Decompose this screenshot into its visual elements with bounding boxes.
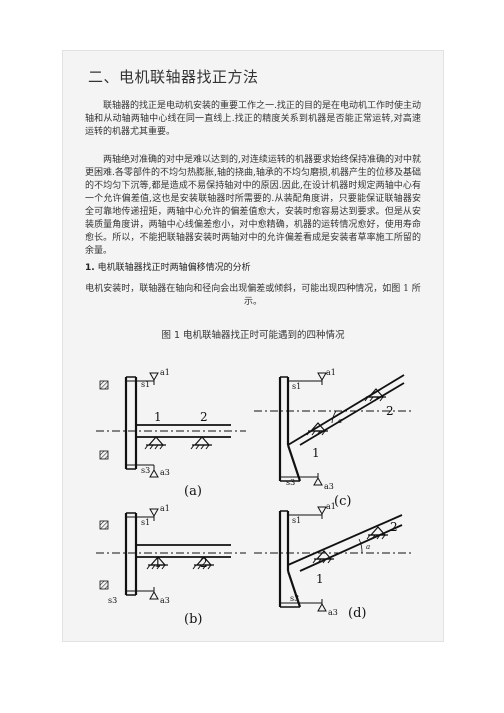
- label-s3: s3: [286, 478, 295, 487]
- paragraph-1: 联轴器的找正是电动机安装的重要工作之一.找正的目的是在电动机工作时使主动轴和从动…: [85, 101, 421, 137]
- page-title: 二、电机联轴器找正方法: [88, 68, 259, 86]
- label-angle: a: [366, 543, 370, 551]
- label-a1: a1: [160, 504, 170, 513]
- label-s1: s1: [141, 518, 150, 527]
- indicator-arrow-icon: [317, 598, 327, 612]
- bearing-support-icon: [190, 436, 213, 450]
- figure-1: s1 a1 s3 a3 1 2 (a) a s1 a1 s3 a3 1 2 (c…: [86, 345, 422, 627]
- panel-d: a s1 a1 s3 a3 1 2 (d): [254, 502, 412, 621]
- label-a3: a3: [324, 482, 334, 491]
- panel-label-c: (c): [334, 494, 351, 509]
- panel-label-d: (d): [348, 606, 366, 621]
- label-a3: a3: [160, 596, 170, 605]
- label-a3: a3: [160, 468, 170, 477]
- label-s3: s3: [141, 466, 150, 475]
- indicator-arrow-icon: [149, 586, 159, 600]
- dial-gauge-icon: [99, 520, 109, 530]
- label-shaft-1: 1: [316, 572, 324, 586]
- figure-1-drawing: s1 a1 s3 a3 1 2 (a) a s1 a1 s3 a3 1 2 (c…: [96, 368, 412, 627]
- label-s1: s1: [292, 516, 301, 525]
- label-a1: a1: [326, 368, 336, 377]
- indicator-arrow-icon: [313, 472, 323, 486]
- label-shaft-2: 2: [390, 520, 398, 534]
- panel-label-b: (b): [184, 612, 202, 627]
- section-paragraph: 电机安装时，联轴器在轴向和径向会出现偏差或倾斜，可能出现四种情况，如图 1 所示…: [85, 284, 421, 307]
- panel-a: s1 a1 s3 a3 1 2 (a): [96, 368, 246, 499]
- label-angle: a: [338, 417, 342, 425]
- label-s3: s3: [290, 594, 299, 603]
- label-shaft-1: 1: [154, 410, 162, 424]
- bearing-support-icon: [306, 422, 329, 436]
- label-s3: s3: [108, 596, 117, 605]
- panel-label-a: (a): [184, 484, 202, 499]
- indicator-arrow-icon: [149, 464, 159, 478]
- section-heading: 1. 电机联轴器找正时两轴偏移情况的分析: [85, 260, 251, 273]
- indicator-arrow-icon: [149, 372, 159, 386]
- section-number: 1.: [85, 263, 95, 273]
- label-shaft-2: 2: [386, 404, 394, 418]
- panel-c: a s1 a1 s3 a3 1 2 (c): [254, 368, 412, 509]
- label-shaft-2: 2: [200, 410, 208, 424]
- label-a1: a1: [160, 368, 170, 377]
- label-shaft-1: 1: [312, 446, 320, 460]
- indicator-arrow-icon: [317, 372, 327, 386]
- indicator-arrow-icon: [317, 506, 327, 520]
- label-a3: a3: [328, 608, 338, 617]
- dial-gauge-icon: [99, 580, 109, 590]
- label-s1: s1: [292, 382, 301, 391]
- bearing-support-icon: [144, 436, 167, 450]
- panel-b: s1 a1 s3 a3 1 2 (b): [96, 504, 246, 627]
- label-s1: s1: [141, 380, 150, 389]
- dial-gauge-icon: [99, 380, 109, 390]
- dial-gauge-icon: [99, 450, 109, 460]
- label-shaft-2: 2: [200, 556, 208, 570]
- paragraph-2: 两轴绝对准确的对中是难以达到的,对连续运转的机器要求始终保持准确的对中就更困难.…: [85, 155, 421, 256]
- section-title: 电机联轴器找正时两轴偏移情况的分析: [97, 263, 251, 273]
- indicator-arrow-icon: [149, 508, 159, 522]
- figure-caption: 图 1 电机联轴器找正时可能遇到的四种情况: [161, 330, 345, 341]
- label-a1: a1: [326, 502, 336, 511]
- label-shaft-1: 1: [154, 556, 162, 570]
